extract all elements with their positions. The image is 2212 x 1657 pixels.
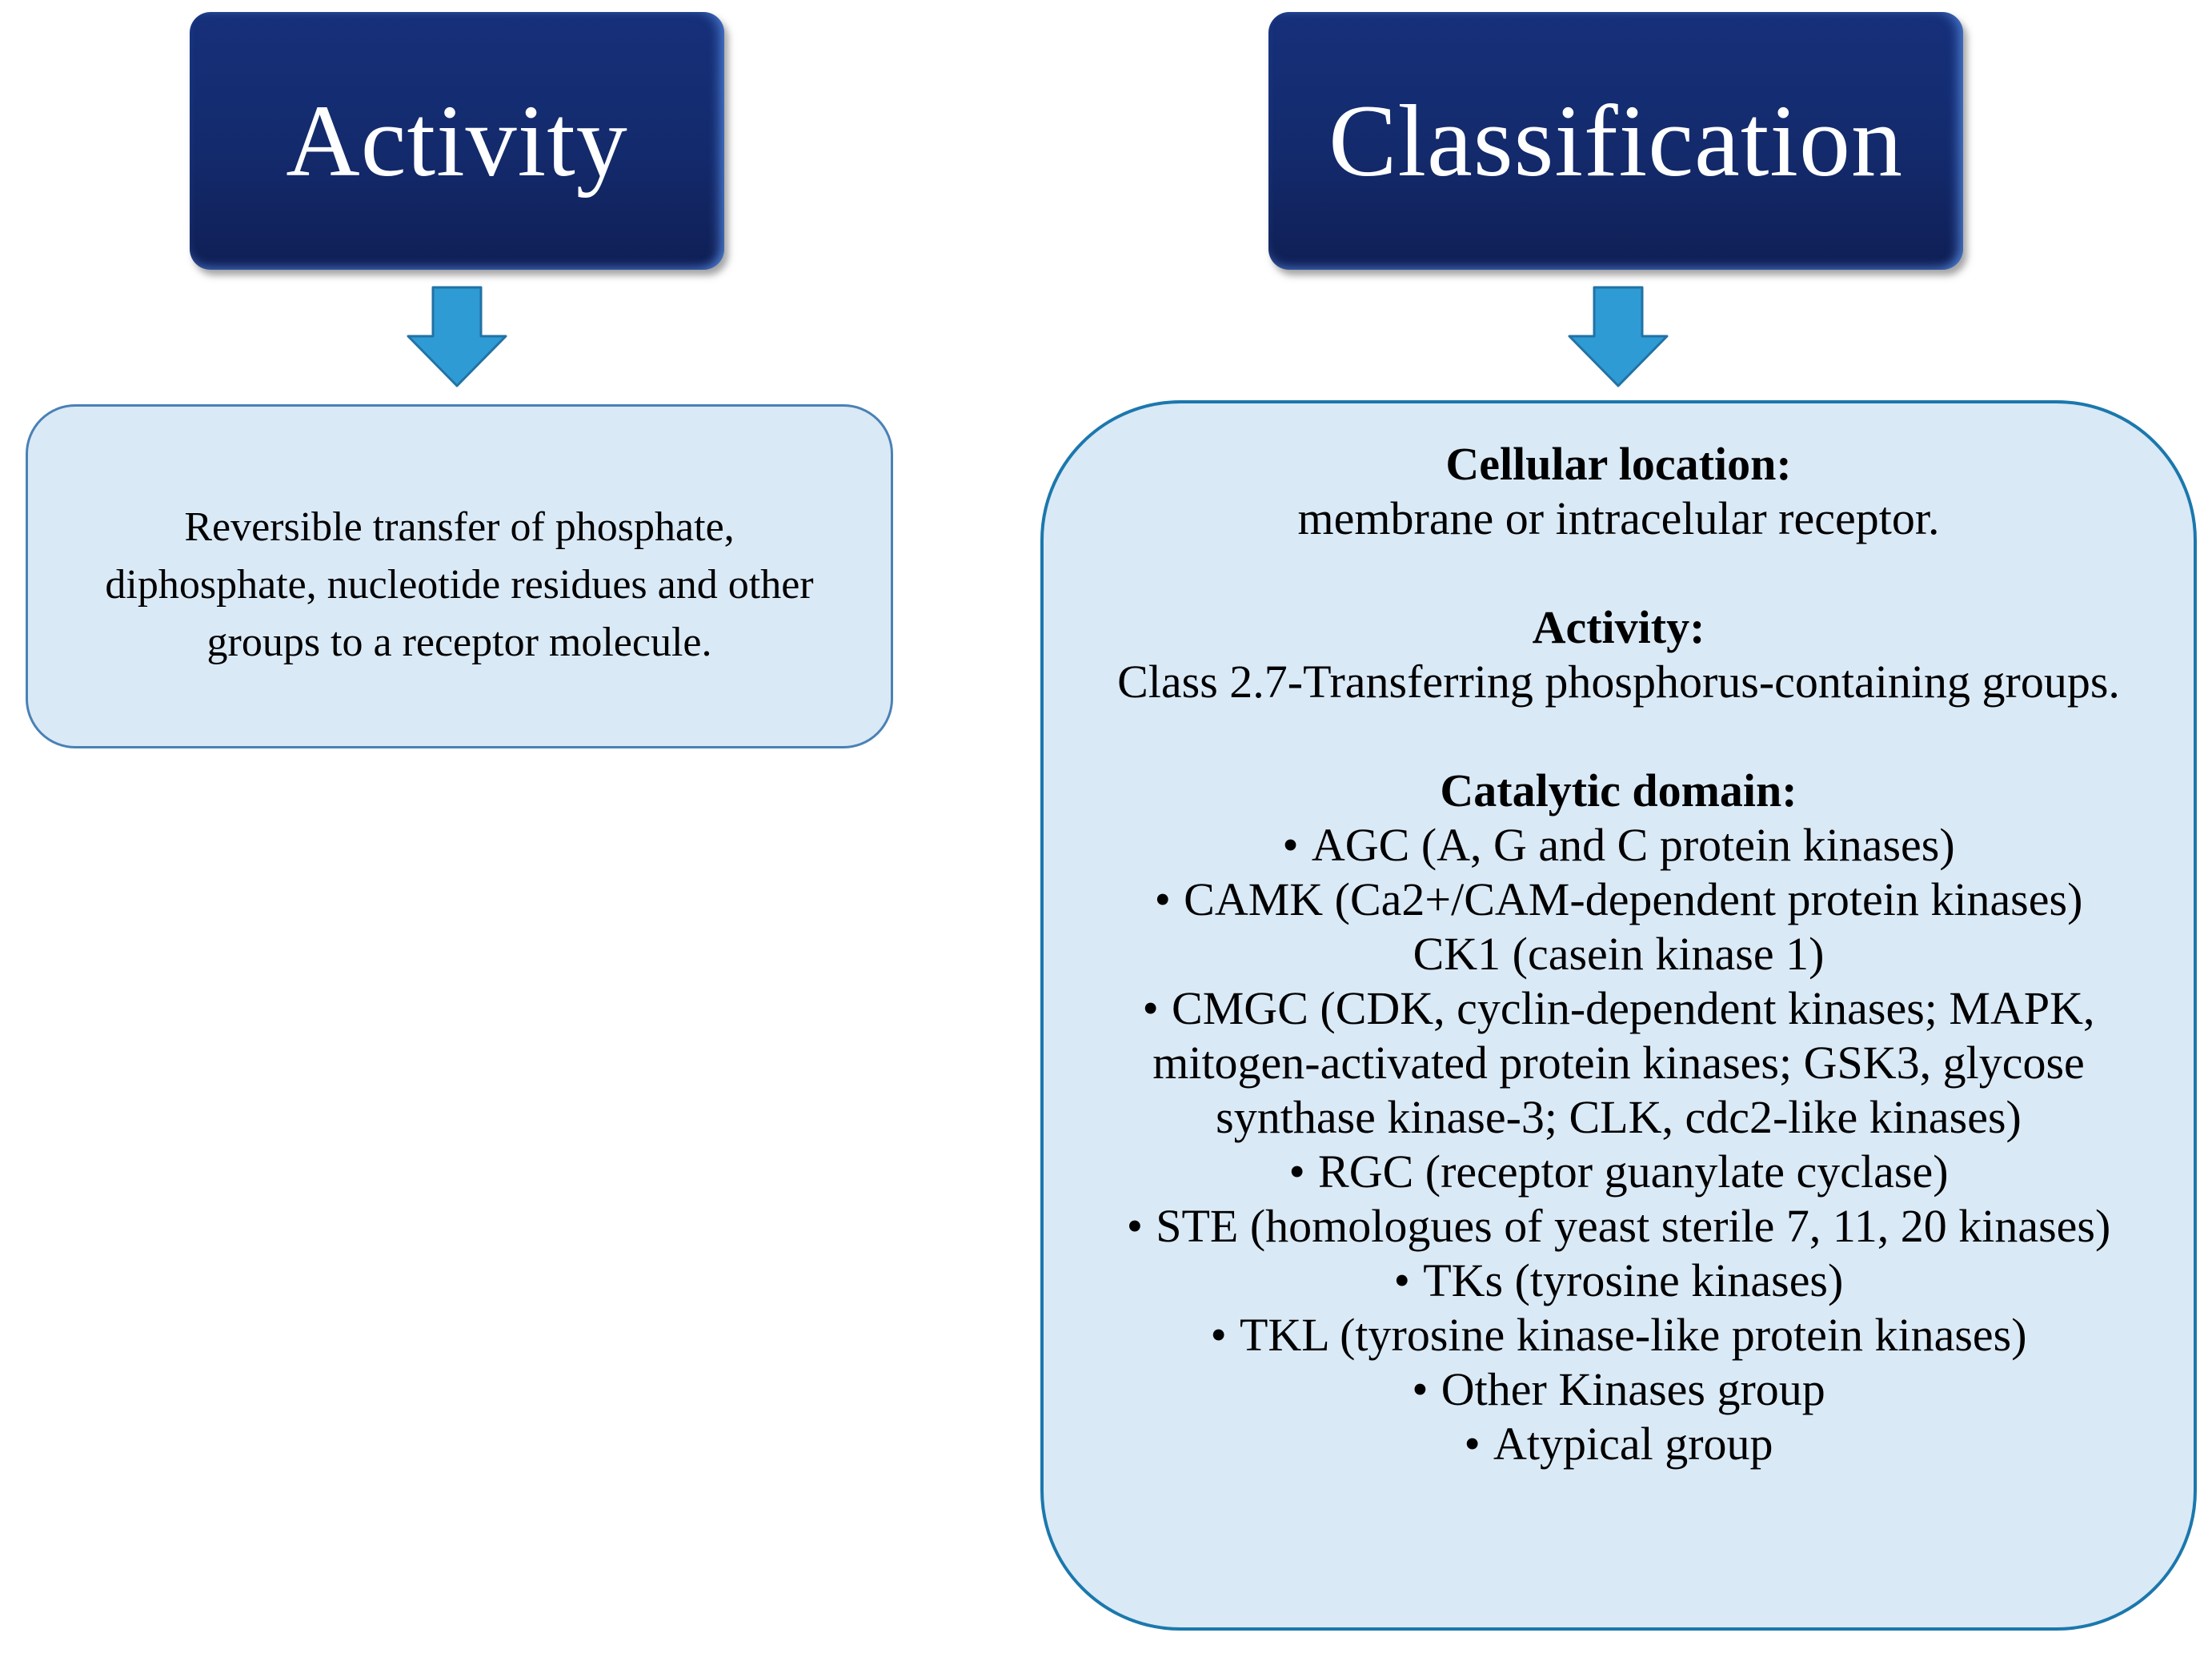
catalytic-domain-item: •Other Kinases group bbox=[1099, 1362, 2139, 1417]
spacer bbox=[1099, 709, 2139, 764]
bullet-glyph: • bbox=[1210, 1309, 1227, 1361]
catalytic-domain-list: •AGC (A, G and C protein kinases) •CAMK … bbox=[1099, 818, 2139, 1471]
activity-section-text: Class 2.7-Transferring phosphorus-contai… bbox=[1117, 656, 2120, 708]
catalytic-domain-item-text: Other Kinases group bbox=[1441, 1363, 1825, 1415]
bullet-glyph: • bbox=[1464, 1418, 1481, 1470]
catalytic-domain-item-text: CK1 (casein kinase 1) bbox=[1413, 928, 1825, 980]
catalytic-domain-item: •CAMK (Ca2+/CAM-dependent protein kinase… bbox=[1099, 873, 2139, 927]
catalytic-domain-item-text: STE (homologues of yeast sterile 7, 11, … bbox=[1156, 1200, 2111, 1252]
catalytic-domain-item-text: CMGC (CDK, cyclin-dependent kinases; MAP… bbox=[1152, 982, 2095, 1143]
catalytic-domain-item-text: TKs (tyrosine kinases) bbox=[1423, 1254, 1844, 1306]
activity-description-text: Reversible transfer of phosphate, diphos… bbox=[105, 504, 814, 665]
catalytic-domain-item-text: TKL (tyrosine kinase-like protein kinase… bbox=[1239, 1309, 2027, 1361]
catalytic-domain-item: •RGC (receptor guanylate cyclase) bbox=[1099, 1145, 2139, 1199]
bullet-glyph: • bbox=[1142, 982, 1159, 1034]
catalytic-domain-item-text: CAMK (Ca2+/CAM-dependent protein kinases… bbox=[1184, 873, 2083, 925]
activity-header-box: Activity bbox=[190, 12, 724, 270]
catalytic-domain-heading: Catalytic domain: bbox=[1440, 764, 1797, 816]
cellular-location-text: membrane or intracelular receptor. bbox=[1297, 492, 1940, 544]
bullet-glyph: • bbox=[1412, 1363, 1429, 1415]
catalytic-domain-item: •Atypical group bbox=[1099, 1417, 2139, 1471]
catalytic-domain-item: CK1 (casein kinase 1) bbox=[1099, 927, 2139, 981]
activity-description-panel: Reversible transfer of phosphate, diphos… bbox=[26, 404, 893, 748]
catalytic-domain-item: •TKL (tyrosine kinase-like protein kinas… bbox=[1099, 1308, 2139, 1362]
down-arrow-shape bbox=[1568, 286, 1669, 387]
bullet-glyph: • bbox=[1288, 1145, 1305, 1198]
down-arrow-icon bbox=[407, 286, 507, 387]
down-arrow-icon bbox=[1568, 286, 1669, 387]
activity-title: Activity bbox=[286, 83, 628, 198]
catalytic-domain-item-text: RGC (receptor guanylate cyclase) bbox=[1318, 1145, 1949, 1198]
classification-header-box: Classification bbox=[1268, 12, 1963, 270]
catalytic-domain-item-text: Atypical group bbox=[1493, 1418, 1773, 1470]
catalytic-domain-item: •TKs (tyrosine kinases) bbox=[1099, 1254, 2139, 1308]
classification-title: Classification bbox=[1328, 83, 1903, 198]
catalytic-domain-item: •AGC (A, G and C protein kinases) bbox=[1099, 818, 2139, 873]
bullet-glyph: • bbox=[1393, 1254, 1410, 1306]
spacer bbox=[1099, 546, 2139, 600]
catalytic-domain-item: •CMGC (CDK, cyclin-dependent kinases; MA… bbox=[1099, 981, 2139, 1145]
catalytic-domain-item: •STE (homologues of yeast sterile 7, 11,… bbox=[1099, 1199, 2139, 1254]
bullet-glyph: • bbox=[1282, 819, 1299, 871]
bullet-glyph: • bbox=[1126, 1200, 1143, 1252]
catalytic-domain-item-text: AGC (A, G and C protein kinases) bbox=[1311, 819, 1955, 871]
down-arrow-shape bbox=[407, 286, 507, 387]
activity-section-heading: Activity: bbox=[1532, 601, 1705, 653]
cellular-location-heading: Cellular location: bbox=[1445, 438, 1792, 490]
classification-content: Cellular location: membrane or intracelu… bbox=[1099, 437, 2139, 1471]
bullet-glyph: • bbox=[1154, 873, 1171, 925]
classification-details-panel: Cellular location: membrane or intracelu… bbox=[1040, 400, 2197, 1631]
